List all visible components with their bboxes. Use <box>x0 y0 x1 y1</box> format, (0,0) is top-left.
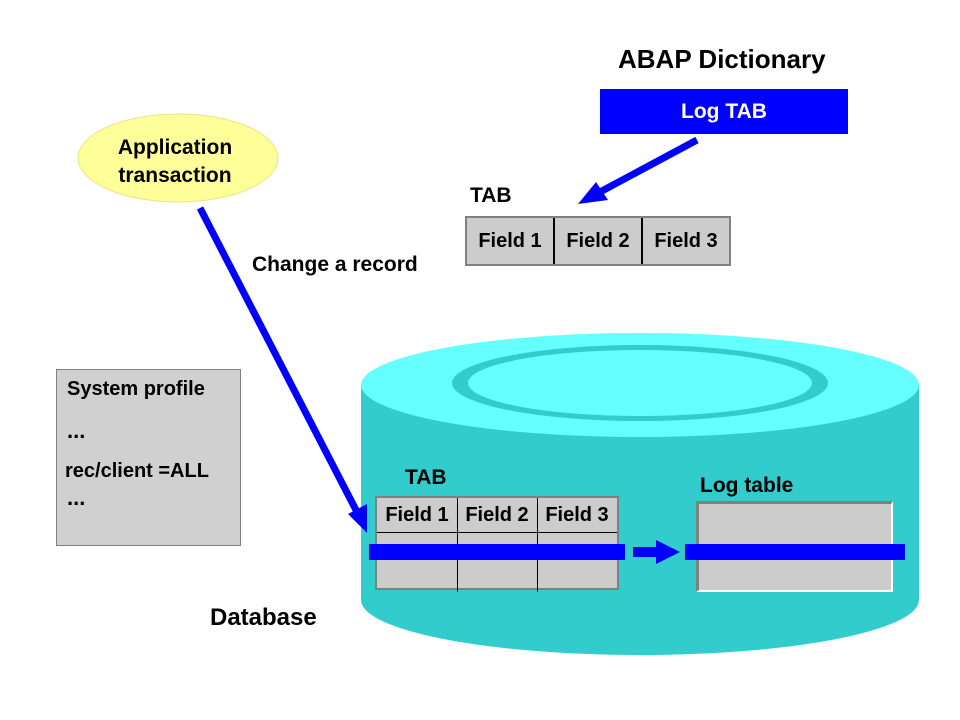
change-record-label: Change a record <box>252 253 418 276</box>
dictionary-arrow <box>578 136 699 204</box>
system-profile-ellipsis-top: ... <box>67 418 86 443</box>
changed-record-bar <box>369 544 625 560</box>
database-table-label: TAB <box>405 466 447 489</box>
application-transaction-label: Application transaction <box>80 134 270 190</box>
database-table: Field 1 Field 2 Field 3 <box>375 496 619 592</box>
log-tab-box: Log TAB <box>600 89 848 134</box>
log-arrow <box>633 540 680 564</box>
database-field-2: Field 2 <box>465 503 529 526</box>
database-field-3: Field 3 <box>545 503 609 526</box>
dictionary-field-1: Field 1 <box>478 229 542 252</box>
application-line-2: transaction <box>118 164 232 187</box>
system-profile-ellipsis-bottom: ... <box>67 485 86 510</box>
system-profile-title: System profile <box>67 378 205 400</box>
database-table-header: Field 1 Field 2 Field 3 <box>377 498 617 533</box>
dictionary-table-label: TAB <box>470 184 512 207</box>
application-ellipse <box>77 113 279 203</box>
abap-dictionary-title: ABAP Dictionary <box>618 44 826 74</box>
dictionary-table: Field 1 Field 2 Field 3 <box>465 216 731 266</box>
application-line-1: Application <box>117 136 233 159</box>
log-tab-label: Log TAB <box>681 99 767 123</box>
system-profile-parameter: rec/client =ALL <box>65 460 209 482</box>
dictionary-field-3: Field 3 <box>641 218 729 264</box>
system-profile-box: System profile ... rec/client =ALL ... <box>56 369 241 546</box>
change-record-arrow <box>196 206 367 533</box>
dictionary-field-2: Field 2 <box>553 218 641 264</box>
logged-record-bar <box>685 544 905 560</box>
log-table-label: Log table <box>700 474 794 497</box>
database-label: Database <box>210 604 317 631</box>
database-field-1: Field 1 <box>385 503 449 526</box>
